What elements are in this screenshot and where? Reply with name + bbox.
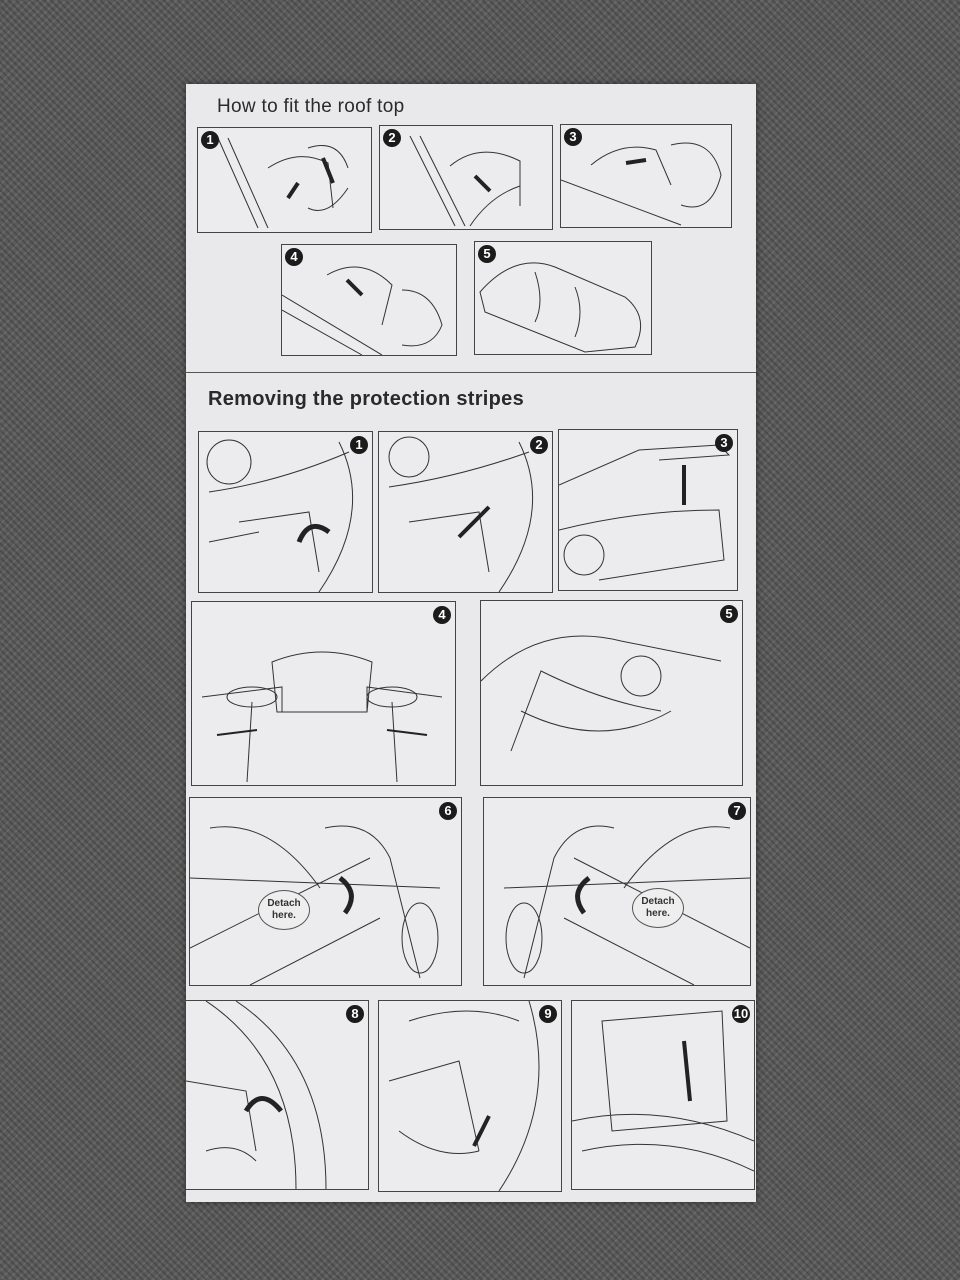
stripes-step-9: 9 <box>378 1000 562 1192</box>
roof-step-5-illustration <box>479 262 642 353</box>
step-number: 8 <box>346 1005 364 1023</box>
roof-step-4-illustration <box>282 266 443 355</box>
step-number: 10 <box>732 1005 750 1023</box>
step-number: 3 <box>715 434 733 452</box>
callout-line: Detach <box>641 896 675 907</box>
roof-step-2-illustration <box>409 135 521 227</box>
stripes-step-1-illustration <box>206 439 354 592</box>
step-number: 4 <box>433 606 451 624</box>
roof-step-5: 5 <box>474 241 652 355</box>
step-number: 1 <box>350 436 368 454</box>
stripes-step-4-illustration <box>201 651 443 783</box>
stripes-step-7-illustration <box>503 825 750 985</box>
step-number: 6 <box>439 802 457 820</box>
stripes-step-10: 10 <box>571 1000 755 1190</box>
stripes-step-2: 2 <box>378 431 553 593</box>
stripes-step-9-illustration <box>388 1001 540 1191</box>
stripes-step-6-illustration <box>190 825 441 985</box>
section-title-protection-stripes: Removing the protection stripes <box>208 388 525 410</box>
stripes-step-8: 8 <box>185 1000 369 1190</box>
callout-line: Detach <box>267 898 301 909</box>
step-number: 7 <box>728 802 746 820</box>
section-title-roof-top: How to fit the roof top <box>217 96 405 117</box>
step-number: 5 <box>720 605 738 623</box>
stripes-step-5: 5 <box>480 600 743 786</box>
roof-step-1-illustration <box>217 137 349 229</box>
callout-line: here. <box>646 908 670 919</box>
step-number: 9 <box>539 1005 557 1023</box>
step-number: 1 <box>201 131 219 149</box>
roof-step-3-illustration <box>561 142 722 226</box>
section-divider <box>186 372 756 373</box>
stripes-step-5-illustration <box>481 635 722 752</box>
instruction-sheet: How to fit the roof top 1 2 3 4 5 Removi… <box>185 84 756 1202</box>
roof-step-3: 3 <box>560 124 732 228</box>
roof-step-1: 1 <box>197 127 372 233</box>
step-number: 3 <box>564 128 582 146</box>
step-number: 5 <box>478 245 496 263</box>
stripes-step-3: 3 <box>558 429 738 591</box>
stripes-step-4: 4 <box>191 601 456 786</box>
step-number: 2 <box>530 436 548 454</box>
step-number: 2 <box>383 129 401 147</box>
stripes-step-2-illustration <box>388 436 534 592</box>
roof-step-4: 4 <box>281 244 457 356</box>
stripes-step-10-illustration <box>572 1010 754 1172</box>
callout-line: here. <box>272 910 296 921</box>
step-number: 4 <box>285 248 303 266</box>
stripes-step-8-illustration <box>186 1001 327 1189</box>
stripes-step-3-illustration <box>559 444 731 581</box>
stripes-step-1: 1 <box>198 431 373 593</box>
roof-step-2: 2 <box>379 125 553 230</box>
